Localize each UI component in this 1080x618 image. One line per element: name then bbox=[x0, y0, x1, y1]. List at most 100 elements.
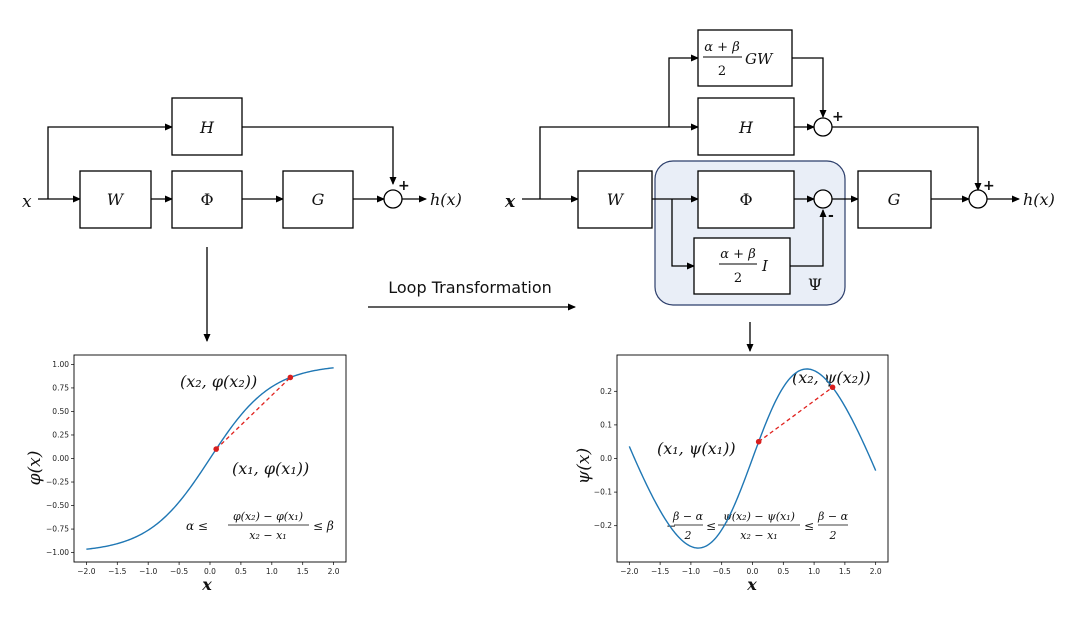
psi-xtick-label: −1.0 bbox=[682, 567, 700, 576]
phi-ineq-num: φ(x₂) − φ(x₁) bbox=[233, 510, 303, 523]
psi-ineq-left-den: 2 bbox=[684, 529, 692, 542]
gw-suffix: GW bbox=[745, 50, 774, 68]
left-sum-sign: + bbox=[398, 178, 410, 194]
psi-ineq-le1: ≤ bbox=[706, 519, 716, 533]
i-suffix: I bbox=[761, 257, 769, 275]
phi-ytick-label: −0.50 bbox=[46, 501, 69, 510]
psi-ineq-den: x₂ − x₁ bbox=[740, 529, 777, 542]
phi-xtick-label: 0.5 bbox=[235, 567, 247, 576]
psi-xtick-label: −1.5 bbox=[651, 567, 669, 576]
phi-xtick-label: −1.5 bbox=[108, 567, 126, 576]
right-h-branch-wire bbox=[539, 123, 699, 199]
psi-ineq-le2: ≤ bbox=[804, 519, 814, 533]
left-h-block bbox=[171, 97, 243, 156]
i-frac-num: α + β bbox=[720, 247, 755, 262]
top-sum-sign: + bbox=[832, 109, 844, 125]
out-sum-sign: + bbox=[983, 178, 995, 194]
psi-sum-junction bbox=[813, 189, 833, 209]
phi-ineq-den: x₂ − x₁ bbox=[249, 529, 286, 542]
psi-ytick-label: −0.2 bbox=[594, 521, 612, 530]
psi-ytick-label: 0.0 bbox=[600, 454, 612, 463]
psi-xtick-label: 1.5 bbox=[839, 567, 851, 576]
left-phi-label: Φ bbox=[200, 190, 213, 209]
psi-ytick-label: 0.2 bbox=[600, 387, 612, 396]
psi-chart-xlabel: x bbox=[746, 575, 757, 594]
right-phi-block bbox=[697, 170, 795, 229]
right-g-label: G bbox=[888, 190, 901, 209]
left-g-label: G bbox=[312, 190, 325, 209]
right-gw-branch-wire bbox=[668, 54, 699, 127]
right-phi-label: Φ bbox=[739, 190, 752, 209]
phi-secant-line bbox=[215, 376, 291, 450]
left-input-label: x bbox=[22, 192, 32, 212]
gw-frac-den: 2 bbox=[718, 64, 726, 79]
phi-ytick-label: 0.75 bbox=[52, 383, 69, 392]
psi-xtick-label: −0.5 bbox=[713, 567, 731, 576]
psi-inequality: − β − α 2 ≤ ψ(x₂) − ψ(x₁) x₂ − x₁ ≤ β − … bbox=[666, 510, 849, 542]
left-h-label: H bbox=[199, 118, 215, 137]
phi-xtick-label: −0.5 bbox=[170, 567, 188, 576]
right-output-label: h(x) bbox=[1023, 190, 1055, 209]
phi-ytick-label: 0.50 bbox=[52, 407, 69, 416]
phi-ytick-label: 1.00 bbox=[52, 360, 69, 369]
phi-chart-xlabel: x bbox=[201, 575, 212, 594]
phi-xtick-label: 2.0 bbox=[328, 567, 340, 576]
phi-xtick-label: 1.5 bbox=[297, 567, 309, 576]
psi-point-2 bbox=[829, 384, 836, 391]
psi-xtick-label: 1.0 bbox=[808, 567, 820, 576]
phi-ytick-label: −0.75 bbox=[46, 525, 69, 534]
psi-sum-sign: - bbox=[828, 208, 834, 224]
psi-series-line bbox=[628, 368, 877, 549]
i-frac-den: 2 bbox=[734, 271, 742, 286]
loop-transformation: Loop Transformation bbox=[368, 278, 576, 311]
left-phi-block bbox=[171, 170, 243, 229]
phi-xtick-label: −1.0 bbox=[139, 567, 157, 576]
psi-xtick-label: −2.0 bbox=[620, 567, 638, 576]
psi-xtick-label: 2.0 bbox=[870, 567, 882, 576]
phi-xtick-label: −2.0 bbox=[77, 567, 95, 576]
left-w-label: W bbox=[107, 190, 125, 209]
psi-ytick-label: 0.1 bbox=[600, 420, 612, 429]
psi-ineq-right-den: 2 bbox=[829, 529, 837, 542]
psi-secant-line bbox=[758, 386, 833, 443]
psi-point1-label: (x₁, ψ(x₁)) bbox=[657, 439, 736, 458]
loop-transformation-label: Loop Transformation bbox=[388, 278, 552, 297]
psi-chart-ylabel: ψ(x) bbox=[574, 448, 594, 484]
psi-ytick-label: −0.1 bbox=[594, 488, 612, 497]
phi-xtick-label: 0.0 bbox=[204, 567, 216, 576]
right-g-block bbox=[857, 170, 932, 229]
psi-point2-label: (x₂, ψ(x₂)) bbox=[792, 368, 871, 387]
gw-frac-num: α + β bbox=[704, 40, 739, 55]
phi-chart: φ(x) x (x₁, φ(x₁)) (x₂, φ(x₂)) α ≤ φ(x₂)… bbox=[25, 354, 347, 594]
right-h-block bbox=[697, 97, 795, 156]
phi-inequality: α ≤ φ(x₂) − φ(x₁) x₂ − x₁ ≤ β bbox=[186, 510, 334, 542]
left-block-diagram: x H W Φ G + h(x) bbox=[22, 97, 462, 342]
phi-ineq-right: ≤ β bbox=[313, 519, 334, 533]
left-h-branch-wire bbox=[47, 123, 173, 199]
psi-ineq-left-num: β − α bbox=[672, 510, 704, 523]
right-i-branch-wire bbox=[671, 199, 695, 270]
i-block bbox=[693, 237, 791, 295]
psi-label: Ψ bbox=[808, 275, 822, 294]
gw-out-wire bbox=[792, 57, 827, 118]
top-sum-junction bbox=[813, 117, 833, 137]
psi-ineq-num: ψ(x₂) − ψ(x₁) bbox=[723, 510, 795, 523]
psi-ineq-right-num: β − α bbox=[817, 510, 849, 523]
psi-chart: ψ(x) x (x₁, ψ(x₁)) (x₂, ψ(x₂)) − β − α 2… bbox=[574, 354, 889, 594]
phi-xtick-label: 1.0 bbox=[266, 567, 278, 576]
psi-xtick-label: 0.0 bbox=[747, 567, 759, 576]
i-out-wire bbox=[790, 209, 827, 267]
phi-chart-ylabel: φ(x) bbox=[25, 451, 45, 486]
phi-point1-label: (x₁, φ(x₁)) bbox=[232, 459, 309, 478]
top-sum-out-wire bbox=[832, 126, 982, 191]
phi-ytick-label: 0.00 bbox=[52, 454, 69, 463]
psi-point-1 bbox=[755, 438, 762, 445]
left-w-block bbox=[79, 170, 152, 229]
right-h-label: H bbox=[738, 118, 754, 137]
right-w-label: W bbox=[607, 190, 625, 209]
phi-ineq-left: α ≤ bbox=[186, 519, 208, 533]
psi-xtick-label: 0.5 bbox=[777, 567, 789, 576]
psi-ineq-left-prefix: − bbox=[666, 519, 676, 533]
phi-point-1 bbox=[213, 446, 219, 452]
